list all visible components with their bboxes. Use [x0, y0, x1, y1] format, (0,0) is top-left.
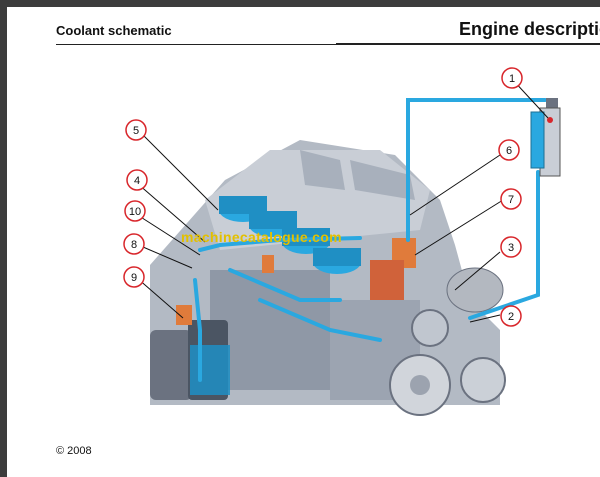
section-title: Coolant schematic — [56, 23, 172, 38]
copyright-text: © 2008 — [56, 445, 92, 457]
header-rule-bold — [336, 43, 600, 45]
callout-7 — [500, 188, 522, 210]
callout-10 — [124, 200, 146, 222]
window-frame-left — [0, 0, 7, 477]
callout-leaders — [135, 78, 549, 323]
callout-2 — [500, 305, 522, 327]
callout-circles — [123, 67, 523, 327]
cylinder-coolant-jackets — [190, 196, 361, 395]
window-frame-top — [0, 0, 600, 7]
callout-label-3: 3 — [508, 242, 514, 254]
callout-label-2: 2 — [508, 311, 514, 323]
callout-label-10: 10 — [129, 206, 141, 218]
callout-4 — [126, 169, 148, 191]
coolant-flow-lines — [193, 98, 547, 382]
callout-label-8: 8 — [131, 239, 137, 251]
callout-1 — [501, 67, 523, 89]
expansion-tank — [530, 98, 561, 177]
watermark-text: machinecatalogue.com — [181, 229, 342, 245]
callout-numbers: 1 2 3 4 5 6 7 8 9 10 — [129, 73, 515, 323]
callout-label-6: 6 — [506, 145, 512, 157]
callout-label-4: 4 — [134, 175, 140, 187]
callout-5 — [125, 119, 147, 141]
callout-label-1: 1 — [509, 73, 515, 85]
callout-3 — [500, 236, 522, 258]
callout-label-9: 9 — [131, 272, 137, 284]
callout-9 — [123, 266, 145, 288]
header-rule — [56, 44, 600, 45]
callout-label-7: 7 — [508, 194, 514, 206]
callout-label-5: 5 — [133, 125, 139, 137]
callout-6 — [498, 139, 520, 161]
callout-8 — [123, 233, 145, 255]
page-heading: Engine descriptio — [459, 19, 600, 39]
